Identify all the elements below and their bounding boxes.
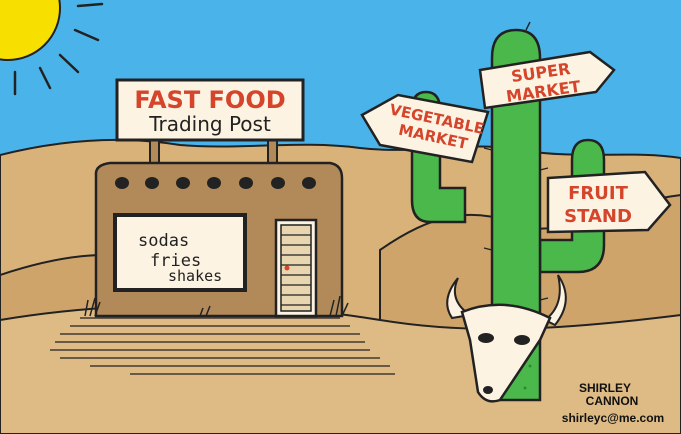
- door-knob: [284, 265, 290, 271]
- grass-tufts: [84, 295, 349, 317]
- store-sign-subtitle: Trading Post: [148, 112, 271, 136]
- menu-item-fries: fries: [150, 251, 201, 271]
- cow-skull: [446, 274, 567, 403]
- menu-item-sodas: sodas: [138, 231, 189, 251]
- fruit-stand-sign: FRUIT STAND: [546, 170, 672, 234]
- roof-vigas: [115, 177, 316, 189]
- store-door: [274, 218, 318, 318]
- sun-icon: [0, 0, 104, 96]
- artist-credit: SHIRLEY CANNON shirleyc@me.com: [562, 381, 664, 425]
- stand-label: STAND: [564, 206, 632, 227]
- fruit-label: FRUIT: [568, 183, 628, 204]
- super-market-sign: SUPER MARKET: [478, 50, 616, 110]
- store-sign-title: FAST FOOD: [134, 86, 285, 114]
- artist-email: shirleyc@me.com: [562, 411, 664, 425]
- store-window: [113, 213, 247, 292]
- store-sign: FAST FOOD Trading Post: [115, 78, 305, 142]
- artist-name-line1: SHIRLEY: [579, 381, 631, 395]
- artist-name-line2: CANNON: [586, 394, 639, 408]
- ground-hatching: [50, 317, 395, 375]
- menu-item-shakes: shakes: [168, 267, 222, 285]
- vegetable-market-sign: VEGETABLE MARKET: [360, 93, 490, 164]
